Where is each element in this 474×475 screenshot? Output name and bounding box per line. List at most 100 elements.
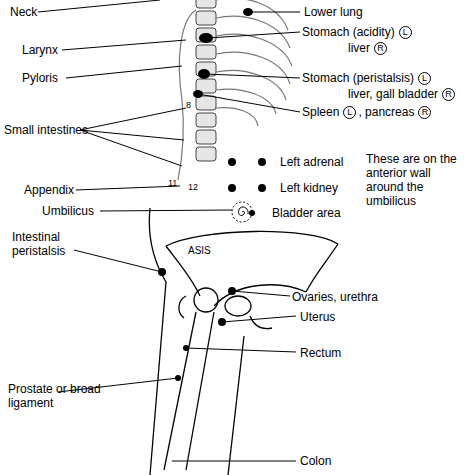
organ-label: Larynx	[22, 43, 58, 57]
organ-label: Left adrenal	[280, 155, 343, 169]
organ-label: These are on the anterior wall around th…	[366, 152, 470, 208]
pelvis-edge	[306, 244, 338, 292]
vertebra	[196, 0, 216, 8]
leader-line	[172, 461, 296, 462]
organ-label: Stomach (acidity)	[302, 25, 395, 39]
vertebra	[196, 96, 216, 110]
vertebra	[196, 45, 216, 59]
label-row: Spleen L, pancreas R	[302, 105, 433, 119]
leader-line	[76, 186, 180, 190]
rib	[216, 89, 276, 114]
label-row: Stomach (acidity) L	[302, 25, 414, 39]
side-marker: L	[343, 106, 356, 119]
point-dot	[183, 345, 189, 351]
organ-label: Bladder area	[272, 206, 341, 220]
point-dot	[158, 268, 166, 276]
leader-line	[80, 130, 182, 166]
leader-line	[80, 108, 186, 130]
organ-label: ASIS	[188, 244, 211, 258]
organ-label: , pancreas	[358, 105, 414, 119]
obturator-foramen	[225, 296, 251, 316]
organ-label: liver, gall bladder	[348, 87, 438, 101]
point-dot	[199, 33, 213, 43]
vertebra	[196, 11, 216, 25]
ribs	[178, 0, 292, 180]
side-marker: L	[399, 26, 412, 39]
femur-shaft	[186, 312, 214, 470]
point-dot	[218, 318, 226, 326]
organ-label: Spleen	[302, 105, 339, 119]
organ-label: Prostate or broad ligament	[8, 382, 108, 410]
organ-label: Colon	[300, 454, 331, 468]
umbilicus-symbol	[232, 202, 252, 222]
side-marker: R	[374, 42, 387, 55]
points	[158, 8, 266, 381]
rib	[216, 34, 292, 66]
organ-label: Intestinal peristalsis	[12, 230, 82, 258]
point-dot	[258, 158, 266, 166]
organ-label: Uterus	[300, 310, 335, 324]
leader-line	[100, 210, 232, 211]
organ-label: Appendix	[24, 183, 74, 197]
organ-label: Ovaries, urethra	[292, 290, 378, 304]
leader-line	[66, 66, 182, 78]
vertebra	[196, 113, 216, 127]
organ-label: Umbilicus	[42, 204, 94, 218]
inner-thigh	[228, 336, 244, 475]
label-row: Stomach (peristalsis) L	[302, 71, 433, 85]
trochanter	[179, 296, 186, 318]
vertebra	[196, 147, 216, 161]
rib	[216, 16, 290, 48]
rib	[216, 108, 258, 126]
point-dot	[193, 90, 203, 98]
label-row: liver, gall bladder R	[348, 87, 457, 101]
callout-number: 8	[186, 98, 191, 112]
hip-contour	[149, 208, 166, 475]
side-marker: R	[418, 106, 431, 119]
point-dot	[228, 158, 236, 166]
callout-number: 12	[188, 180, 198, 194]
organ-label: Lower lung	[304, 5, 363, 19]
spine	[196, 0, 216, 161]
organ-label: Neck	[10, 5, 37, 19]
leader-line	[198, 94, 300, 112]
callout-number: 11	[168, 176, 177, 190]
rib	[216, 0, 288, 30]
point-dot	[175, 375, 181, 381]
point-dot	[198, 69, 210, 79]
leader-line	[74, 250, 162, 272]
leader-line	[38, 0, 160, 12]
umbilicus-spiral	[239, 207, 249, 215]
label-row: liver R	[348, 41, 389, 55]
pubis	[250, 316, 272, 329]
side-marker: R	[442, 88, 455, 101]
umbilicus-ring	[232, 202, 252, 222]
leader-line	[232, 291, 290, 296]
rib	[216, 52, 290, 84]
leader-line	[222, 316, 296, 322]
organ-label: liver	[348, 41, 370, 55]
point-dot	[228, 287, 236, 295]
leader-line	[208, 32, 300, 38]
iliac-crest	[166, 231, 338, 246]
femur-shaft	[164, 312, 196, 470]
leader-line	[206, 74, 300, 78]
organ-label: Pyloris	[22, 71, 58, 85]
point-dot	[243, 8, 253, 16]
leader-line	[186, 348, 296, 352]
organ-label: Small intestines	[4, 123, 88, 137]
vertebra	[196, 130, 216, 144]
point-dot	[258, 184, 266, 192]
organ-label: Stomach (peristalsis)	[302, 71, 414, 85]
leader-line	[250, 12, 300, 13]
leader-line	[62, 40, 186, 50]
side-marker: L	[418, 72, 431, 85]
organ-label: Rectum	[300, 346, 341, 360]
femur-head	[194, 288, 218, 312]
point-dot	[228, 184, 236, 192]
organ-label: Left kidney	[280, 181, 338, 195]
body-outline	[149, 208, 338, 475]
vertebra	[196, 28, 216, 42]
